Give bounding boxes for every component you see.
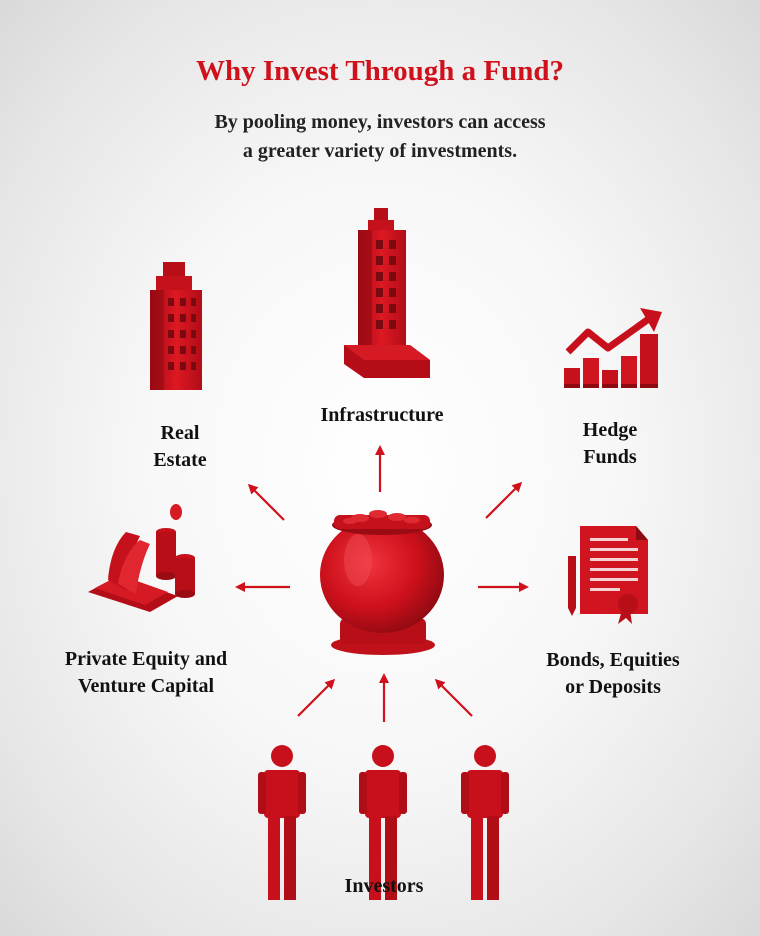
label-private-equity-line-1: Private Equity and [64, 648, 228, 670]
label-hedge-funds: Hedge Funds [555, 417, 665, 471]
subtitle: By pooling money, investors can access a… [0, 108, 760, 166]
arrow-from-investor-1 [297, 678, 336, 717]
label-private-equity: Private Equity and Venture Capital [30, 646, 262, 700]
rising-chart-icon [564, 308, 662, 388]
investors-group [258, 745, 509, 900]
label-hedge-funds-line-2: Funds [583, 446, 637, 468]
label-real-estate-line-2: Estate [153, 449, 207, 471]
label-investors: Investors [344, 875, 424, 897]
person-icon [359, 745, 407, 900]
person-icon [258, 745, 306, 900]
arrow-from-investor-3 [434, 678, 473, 717]
skyscraper-icon [150, 262, 202, 390]
money-coins-icon [88, 504, 195, 612]
building-icon [344, 208, 430, 378]
person-icon [461, 745, 509, 900]
label-real-estate-line-1: Real [160, 422, 200, 444]
incoming-arrows [297, 673, 473, 722]
label-bonds-line-2: or Deposits [565, 676, 661, 698]
certificate-icon [568, 526, 648, 624]
label-bonds-line-1: Bonds, Equities [546, 649, 680, 671]
label-hedge-funds-line-1: Hedge [582, 419, 638, 441]
label-real-estate: Real Estate [125, 420, 235, 474]
page-title: Why Invest Through a Fund? [195, 55, 564, 87]
subtitle-line-1: By pooling money, investors can access [214, 111, 546, 133]
subtitle-line-2: a greater variety of investments. [242, 140, 518, 162]
money-pot-icon [320, 510, 444, 655]
outgoing-arrows [235, 445, 529, 592]
label-infrastructure-line-1: Infrastructure [320, 404, 444, 426]
arrow-to-real-estate [247, 483, 285, 521]
label-bonds: Bonds, Equities or Deposits [510, 647, 716, 701]
label-infrastructure: Infrastructure [282, 402, 482, 429]
label-private-equity-line-2: Venture Capital [77, 675, 215, 697]
arrow-to-hedge-funds [485, 481, 523, 519]
